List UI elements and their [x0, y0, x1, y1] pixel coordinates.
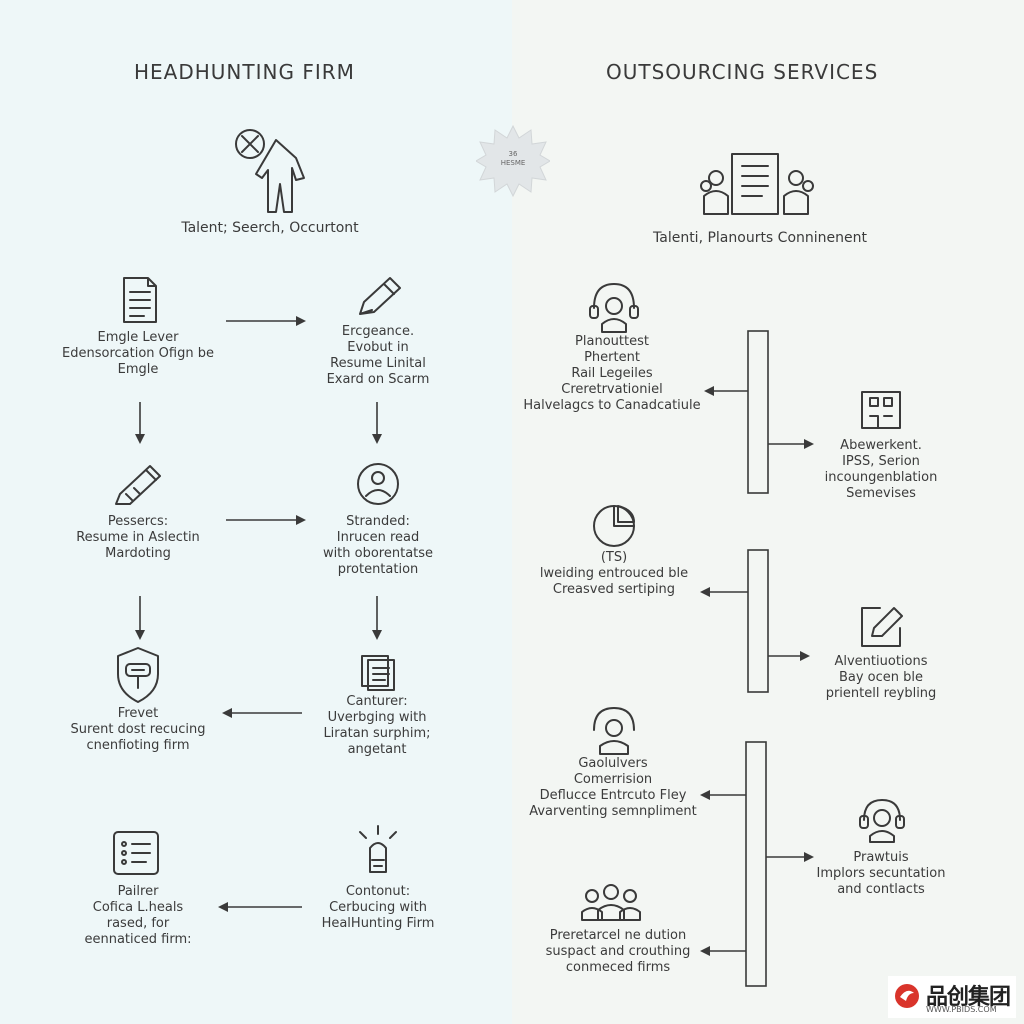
service-label: Alventiuotions Bay ocen ble prientell re…: [825, 654, 937, 701]
headset-person-icon: [588, 278, 640, 334]
service-label: Gaolulvers Comerrision Deflucce Entrcuto…: [529, 756, 697, 819]
checklist-icon: [112, 830, 160, 876]
group-icon: [578, 884, 644, 924]
lightbulb-icon: [350, 825, 406, 880]
arrowhead: [804, 852, 814, 862]
arrowhead: [222, 708, 232, 718]
timeline-bar: [747, 330, 769, 494]
team-document-icon: [698, 152, 816, 218]
brand-url: WWW.PBIDS.COM: [926, 1005, 997, 1014]
arrowhead: [135, 434, 145, 444]
brand-logo-icon: [895, 984, 919, 1008]
outsourcing-hero-label: Talenti, Planourts Conninenent: [653, 230, 867, 246]
step-label: Emgle Lever Edensorcation Ofign be Emgle: [62, 330, 214, 377]
service-label: Planouttest Phertent Rail Legeiles Crere…: [523, 334, 701, 413]
timeline-bar: [745, 741, 767, 987]
headhunting-hero-label: Talent; Seerch, Occurtont: [181, 220, 359, 236]
starburst-icon: [475, 124, 551, 198]
edit-square-icon: [858, 604, 904, 650]
arrowhead: [704, 386, 714, 396]
service-label: Prawtuis Implors secuntation and contlac…: [816, 850, 946, 897]
brand-name: 品创集团: [926, 985, 1011, 1010]
headhunting-title: HEADHUNTING FIRM: [134, 60, 355, 84]
arrowhead: [372, 434, 382, 444]
outsourcing-panel: [512, 0, 1024, 1024]
pencil-icon: [354, 274, 406, 320]
notes-icon: [358, 652, 398, 692]
arrowhead: [804, 439, 814, 449]
timeline-bar: [747, 549, 769, 693]
service-label: (TS) lweiding entrouced ble Creasved ser…: [539, 550, 689, 597]
arrowhead: [135, 630, 145, 640]
step-label: Canturer: Uverbging with Liratan surphim…: [323, 694, 431, 757]
badge-text: 36 HESME: [500, 150, 526, 167]
user-headset-icon: [588, 704, 640, 756]
step-label: Stranded: Inrucen read with oborentatse …: [322, 514, 434, 577]
arrowhead: [372, 630, 382, 640]
portrait-icon: [354, 458, 402, 510]
step-label: Contonut: Cerbucing with HealHunting Fir…: [321, 884, 435, 931]
person-search-icon: [232, 126, 312, 216]
arrowhead: [700, 790, 710, 800]
arrowhead: [296, 316, 306, 326]
headhunting-panel: [0, 0, 512, 1024]
step-label: Frevet Surent dost recucing cnenfioting …: [70, 706, 206, 753]
building-icon: [858, 388, 904, 432]
step-label: Pailrer Cofica L.heals rased, for eennat…: [84, 884, 192, 947]
marker-icon: [112, 460, 168, 508]
document-icon: [120, 276, 160, 324]
arrowhead: [700, 587, 710, 597]
service-label: Abewerkent. IPSS, Serion incoungenblatio…: [824, 438, 938, 501]
arrowhead: [700, 946, 710, 956]
step-label: Pessercs: Resume in Aslectin Mardoting: [76, 514, 200, 561]
arrowhead: [218, 902, 228, 912]
support-agent-icon: [858, 796, 906, 846]
pie-chart-icon: [590, 502, 638, 550]
service-label: Preretarcel ne dution suspact and crouth…: [545, 928, 691, 975]
step-label: Ercgeance. Evobut in Resume Linital Exar…: [326, 324, 430, 387]
outsourcing-title: OUTSOURCING SERVICES: [606, 60, 879, 84]
arrowhead: [296, 515, 306, 525]
shield-icon: [114, 646, 162, 704]
watermark: 品创集团 WWW.PBIDS.COM: [888, 976, 1016, 1018]
arrowhead: [800, 651, 810, 661]
badge: 36 HESME: [475, 124, 551, 198]
